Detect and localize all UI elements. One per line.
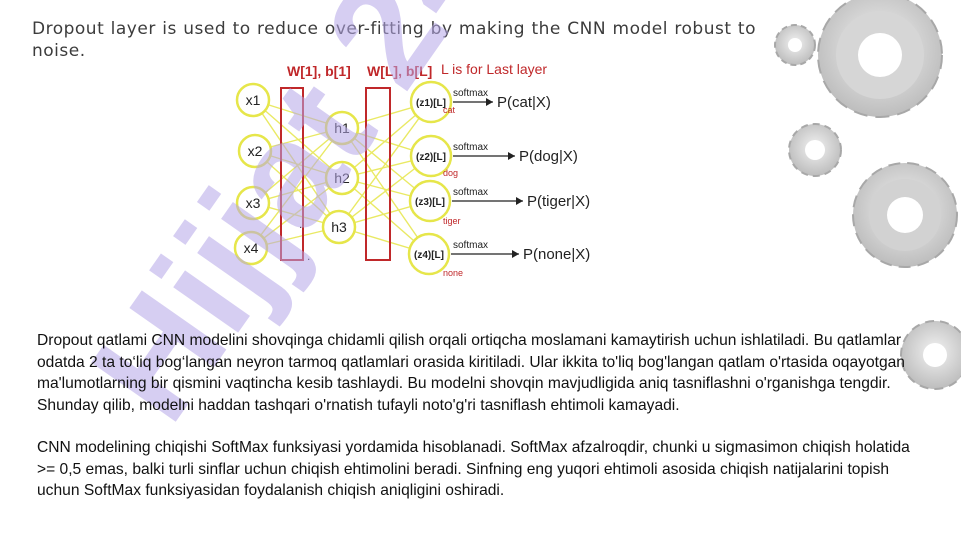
output-probability: P(none|X) [523, 246, 590, 263]
z-node-label: (z2)[L] [416, 152, 446, 163]
hidden-node [321, 209, 357, 245]
last-layer-note: L is for Last layer [441, 61, 547, 77]
gear-icon [788, 123, 842, 177]
hidden-label: h2 [334, 170, 350, 186]
hidden-node [324, 160, 360, 196]
softmax-node [409, 134, 453, 178]
softmax-label: softmax [453, 240, 488, 251]
input-label: x4 [244, 240, 259, 256]
hidden-label: h3 [331, 219, 347, 235]
gear-icon [817, 0, 943, 118]
z-node-label: (z4)[L] [414, 250, 444, 261]
paragraph-softmax: CNN modelining chiqishi SoftMax funksiya… [37, 439, 910, 499]
output-probability: P(tiger|X) [527, 193, 590, 210]
dropout-network-diagram: W[1], b[1] W[L], b[L] L is for Last laye… [203, 50, 623, 290]
class-label: none [443, 268, 463, 278]
svg-text:.: . [299, 217, 302, 231]
z-node-label: (z3)[L] [415, 197, 445, 208]
softmax-node [407, 232, 451, 276]
hidden-label: h1 [334, 120, 350, 136]
input-label: x1 [246, 92, 261, 108]
hidden-node [324, 110, 360, 146]
softmax-node [408, 179, 452, 223]
weight-box-L [365, 87, 391, 261]
class-label: tiger [443, 216, 461, 226]
slide-heading: Dropout layer is used to reduce over-fit… [32, 19, 756, 61]
softmax-node [409, 80, 453, 124]
gear-icon [852, 162, 958, 268]
output-probability: P(cat|X) [497, 94, 551, 111]
input-node [235, 185, 271, 221]
weight-box-1 [280, 87, 304, 261]
class-label: cat [443, 105, 456, 115]
output-probability: P(dog|X) [519, 148, 578, 165]
input-label: x2 [248, 143, 263, 159]
class-label: dog [443, 168, 458, 178]
softmax-label: softmax [453, 142, 488, 153]
body-text: Dropout qatlami CNN modelini shovqinga c… [37, 330, 932, 523]
input-node [237, 133, 273, 169]
gear-icon [774, 24, 816, 66]
weights-L-label: W[L], b[L] [367, 63, 432, 79]
paragraph-dropout: Dropout qatlami CNN modelini shovqinga c… [37, 332, 905, 414]
input-node [235, 82, 271, 118]
input-label: x3 [246, 195, 261, 211]
softmax-label: softmax [453, 187, 488, 198]
input-node [233, 230, 269, 266]
z-node-label: (z1)[L] [416, 98, 446, 109]
svg-text:.: . [307, 249, 310, 263]
weights-1-label: W[1], b[1] [287, 63, 351, 79]
softmax-label: softmax [453, 88, 488, 99]
